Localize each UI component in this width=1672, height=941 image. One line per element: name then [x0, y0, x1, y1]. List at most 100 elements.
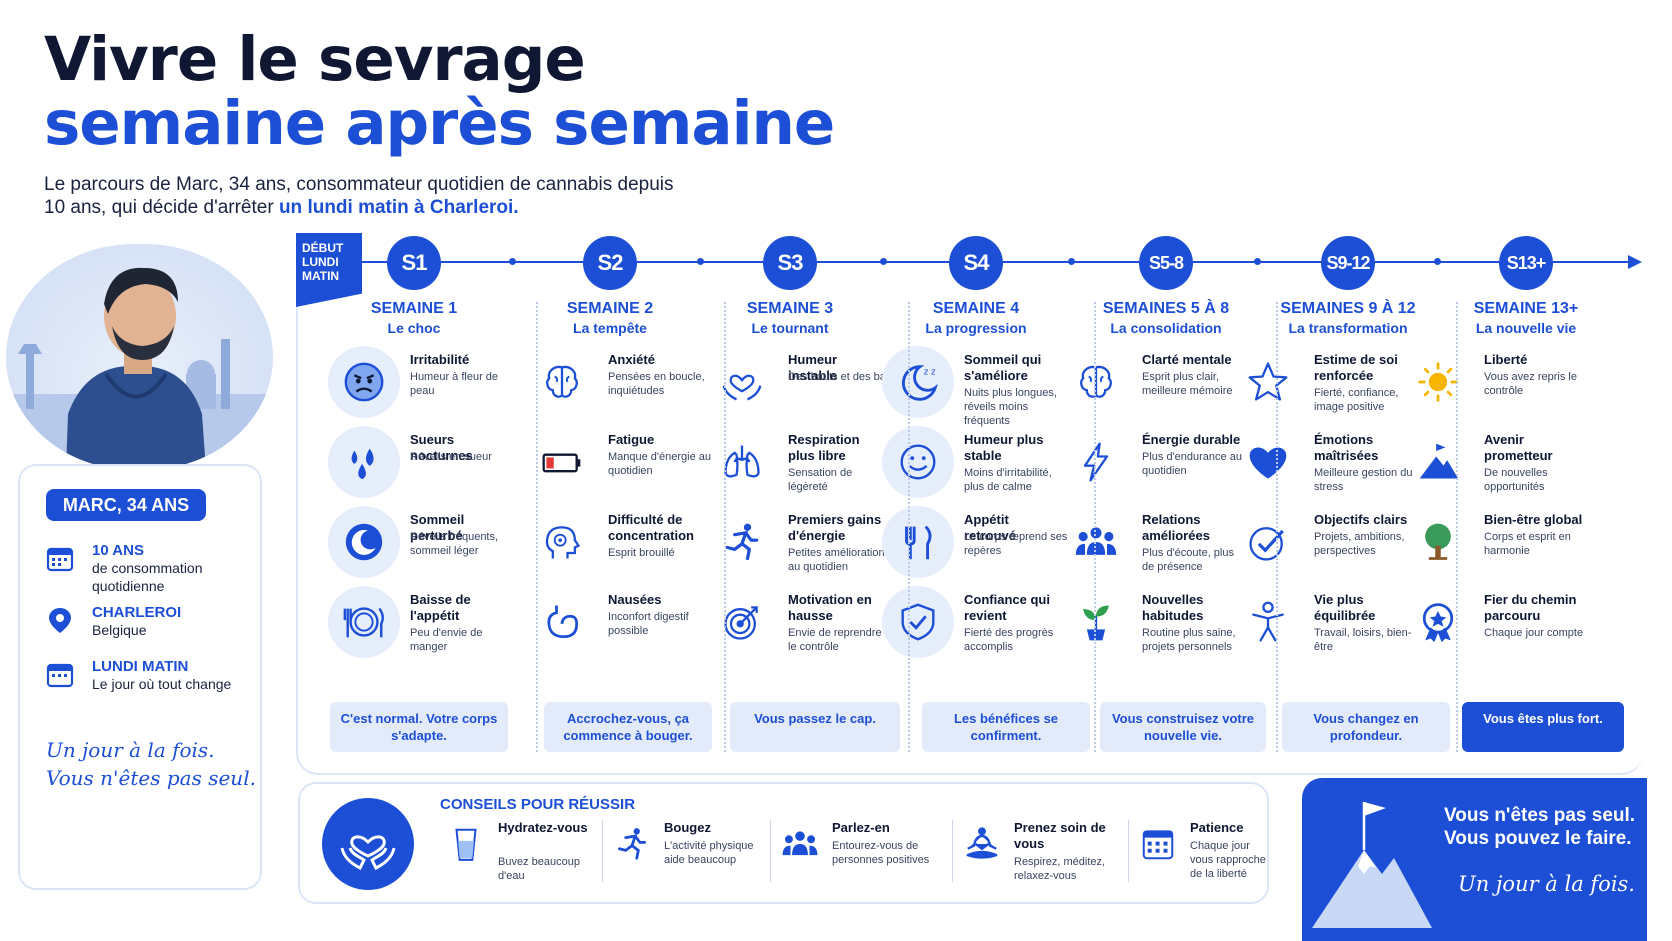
- profile-info-desc: de consommation quotidienne: [92, 560, 203, 594]
- low-battery-icon: [542, 453, 581, 473]
- column-subtitle: La tempête: [573, 320, 647, 336]
- profile-info-title: CHARLEROI: [92, 604, 182, 621]
- symptom-desc: Le corps reprend ses repères: [964, 531, 1068, 557]
- shield-check-icon: [901, 603, 935, 641]
- tip-desc: Chaque jour vous rapproche de la liberté: [1190, 840, 1266, 880]
- tip-title: Hydratez-vous: [498, 820, 588, 835]
- symptom-title: Clarté mentale: [1142, 352, 1232, 367]
- symptom-title: Avenir prometteur: [1484, 432, 1553, 463]
- symptom-desc: Projets, ambitions, perspectives: [1314, 531, 1405, 557]
- timeline-dot: [509, 258, 516, 265]
- tip-title: Prenez soin de vous: [1014, 820, 1106, 851]
- intro-plain: Le parcours de Marc, 34 ans, consommateu…: [44, 174, 674, 218]
- profile-motto: Un jour à la fois. Vous n'êtes pas seul.: [46, 736, 256, 792]
- title-line-1: Vivre le sevrage: [44, 24, 586, 95]
- column-subtitle: La nouvelle vie: [1475, 320, 1577, 336]
- tip-divider: [952, 820, 953, 882]
- moon-icon: [345, 523, 383, 561]
- tip-icon-wrap: [1138, 824, 1178, 864]
- column-title: SEMAINE 2: [566, 300, 654, 317]
- symptom-icon-wrap: [1402, 426, 1474, 498]
- stomach-icon: [547, 605, 579, 639]
- symptom-desc: Travail, loisirs, bien-être: [1314, 627, 1412, 653]
- column-title: SEMAINE 1: [370, 300, 458, 317]
- symptom-icon-wrap: [328, 586, 400, 658]
- heart-hands-icon: [722, 374, 762, 401]
- start-flag-line: MATIN: [302, 269, 340, 283]
- intro-highlight: un lundi matin à Charleroi.: [278, 197, 519, 218]
- symptom-icon-wrap: [706, 586, 778, 658]
- calendar-icon: [1142, 830, 1174, 860]
- symptom-desc: Pensées en boucle, inquiétudes: [608, 371, 705, 397]
- symptom-desc: Meilleure gestion du stress: [1314, 467, 1413, 493]
- profile-info-desc: Le jour où tout change: [92, 676, 232, 692]
- cta-panel: Vous n'êtes pas seul. Vous pouvez le fai…: [1302, 778, 1647, 941]
- water-drops-icon: [351, 448, 374, 480]
- symptom-desc: Corps et esprit en harmonie: [1484, 531, 1571, 557]
- profile-info-day: LUNDI MATIN Le jour où tout change: [46, 658, 256, 693]
- timeline-panel: [296, 233, 1643, 775]
- column-divider: [1276, 302, 1278, 752]
- meditation-icon: [966, 827, 998, 859]
- symptom-title: Appétit retrouvé: [964, 512, 1017, 543]
- people-icon: [1075, 527, 1117, 555]
- symptom-desc: De nouvelles opportunités: [1484, 467, 1548, 493]
- symptom-icon-wrap: [1232, 586, 1304, 658]
- symptom-title: Humeur plus stable: [964, 432, 1044, 463]
- column-divider: [908, 302, 910, 752]
- column-message: Vous construisez votre nouvelle vie.: [1100, 702, 1266, 752]
- start-flag-line: LUNDI: [302, 255, 339, 269]
- symptom-title: Confiance qui revient: [964, 592, 1050, 623]
- lungs-icon: [724, 445, 760, 478]
- symptom-icon-wrap: [1402, 346, 1474, 418]
- timeline-dot: [880, 258, 887, 265]
- heart-icon: [1249, 447, 1287, 479]
- target-icon: [724, 606, 758, 640]
- water-glass-icon: [455, 828, 477, 861]
- symptom-title: Bien-être global: [1484, 512, 1583, 527]
- profile-card: MARC, 34 ANS 10 ANS de consommation quot…: [18, 464, 262, 890]
- symptom-title: Sommeil qui s'améliore: [964, 352, 1042, 383]
- symptom-desc: Fierté des progrès accomplis: [964, 627, 1054, 653]
- cta-text: Vous n'êtes pas seul. Vous pouvez le fai…: [1444, 804, 1644, 850]
- symptom-title: Relations améliorées: [1142, 512, 1210, 543]
- column-divider: [724, 302, 726, 752]
- cta-line-1: Vous n'êtes pas seul.: [1444, 805, 1636, 826]
- people-icon: [782, 831, 818, 856]
- column-subtitle: La progression: [925, 320, 1027, 336]
- symptom-desc: Des hauts et des bas: [788, 371, 892, 383]
- column-message: Accrochez-vous, ça commence à bouger.: [544, 702, 712, 752]
- profile-info-title: LUNDI MATIN: [92, 658, 189, 675]
- profile-info-title: 10 ANS: [92, 542, 144, 559]
- plant-icon: [1083, 605, 1109, 641]
- start-flag: DÉBUT LUNDI MATIN: [296, 233, 362, 307]
- heart-hands-icon: [322, 798, 414, 890]
- timeline-dot: [1434, 258, 1441, 265]
- column-subtitle: La transformation: [1288, 320, 1408, 336]
- head-focus-icon: [545, 526, 581, 559]
- symptom-title: Nouvelles habitudes: [1142, 592, 1204, 623]
- symptom-desc: Moins d'irritabilité, plus de calme: [964, 467, 1052, 493]
- tip-divider: [1128, 820, 1129, 882]
- column-message: Vous êtes plus fort.: [1462, 702, 1624, 752]
- column-message: Vous changez en profondeur.: [1282, 702, 1450, 752]
- symptom-desc: Manque d'énergie au quotidien: [608, 451, 712, 477]
- start-flag-line: DÉBUT: [302, 241, 344, 255]
- column-title: SEMAINE 3: [746, 300, 834, 317]
- symptom-desc: Sensation de légèreté: [788, 467, 853, 493]
- sun-icon: [1418, 362, 1458, 402]
- symptom-icon-wrap: [1232, 426, 1304, 498]
